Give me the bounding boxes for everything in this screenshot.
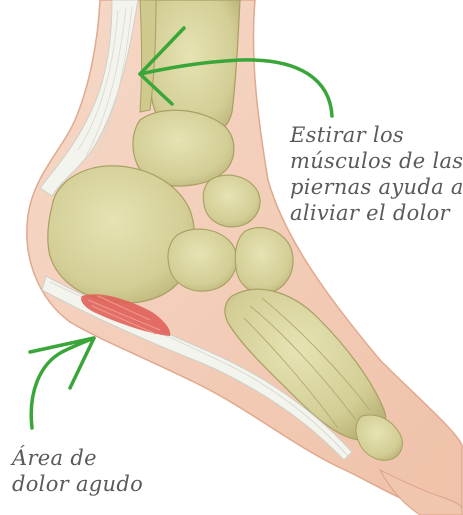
pain-arrow bbox=[31, 338, 94, 428]
calcaneus-bone bbox=[48, 166, 194, 303]
stretch-line-2: músculos de las bbox=[290, 148, 463, 174]
stretch-line-3: piernas ayuda a bbox=[290, 174, 463, 200]
cuboid-bone bbox=[168, 229, 237, 291]
pain-arrowhead-icon bbox=[30, 338, 94, 388]
stretch-annotation: Estirar los músculos de las piernas ayud… bbox=[290, 122, 463, 226]
cuneiform-bones bbox=[235, 228, 293, 294]
pain-annotation: Área de dolor agudo bbox=[12, 445, 143, 497]
stretch-line-4: aliviar el dolor bbox=[290, 200, 463, 226]
pain-line-1: Área de bbox=[12, 445, 143, 471]
pain-line-2: dolor agudo bbox=[12, 471, 143, 497]
stretch-line-1: Estirar los bbox=[290, 122, 463, 148]
navicular-bone bbox=[203, 175, 260, 227]
